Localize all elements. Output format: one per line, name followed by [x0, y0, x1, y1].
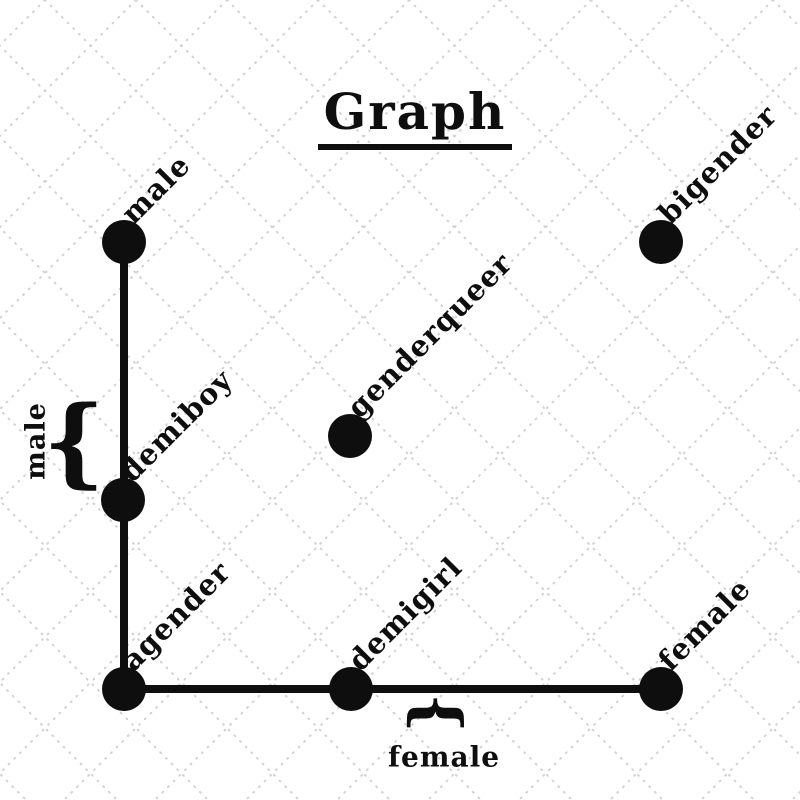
node-dot-agender: [102, 667, 146, 711]
bottom-brace-icon: {: [402, 693, 475, 733]
edge-agender-female: [124, 685, 661, 693]
node-dot-bigender: [639, 220, 683, 264]
bottom-brace-label: female: [387, 740, 501, 774]
left-brace-label: male: [20, 402, 52, 480]
node-dot-female: [639, 667, 683, 711]
page-title-text: Graph: [317, 82, 513, 150]
node-dot-male: [102, 220, 146, 264]
left-brace-icon: {: [43, 385, 105, 498]
node-dot-demiboy: [101, 478, 145, 522]
edge-male-agender: [120, 242, 128, 689]
node-dot-genderqueer: [328, 414, 372, 458]
node-dot-demigirl: [329, 667, 373, 711]
page-title: Graph: [30, 82, 800, 150]
